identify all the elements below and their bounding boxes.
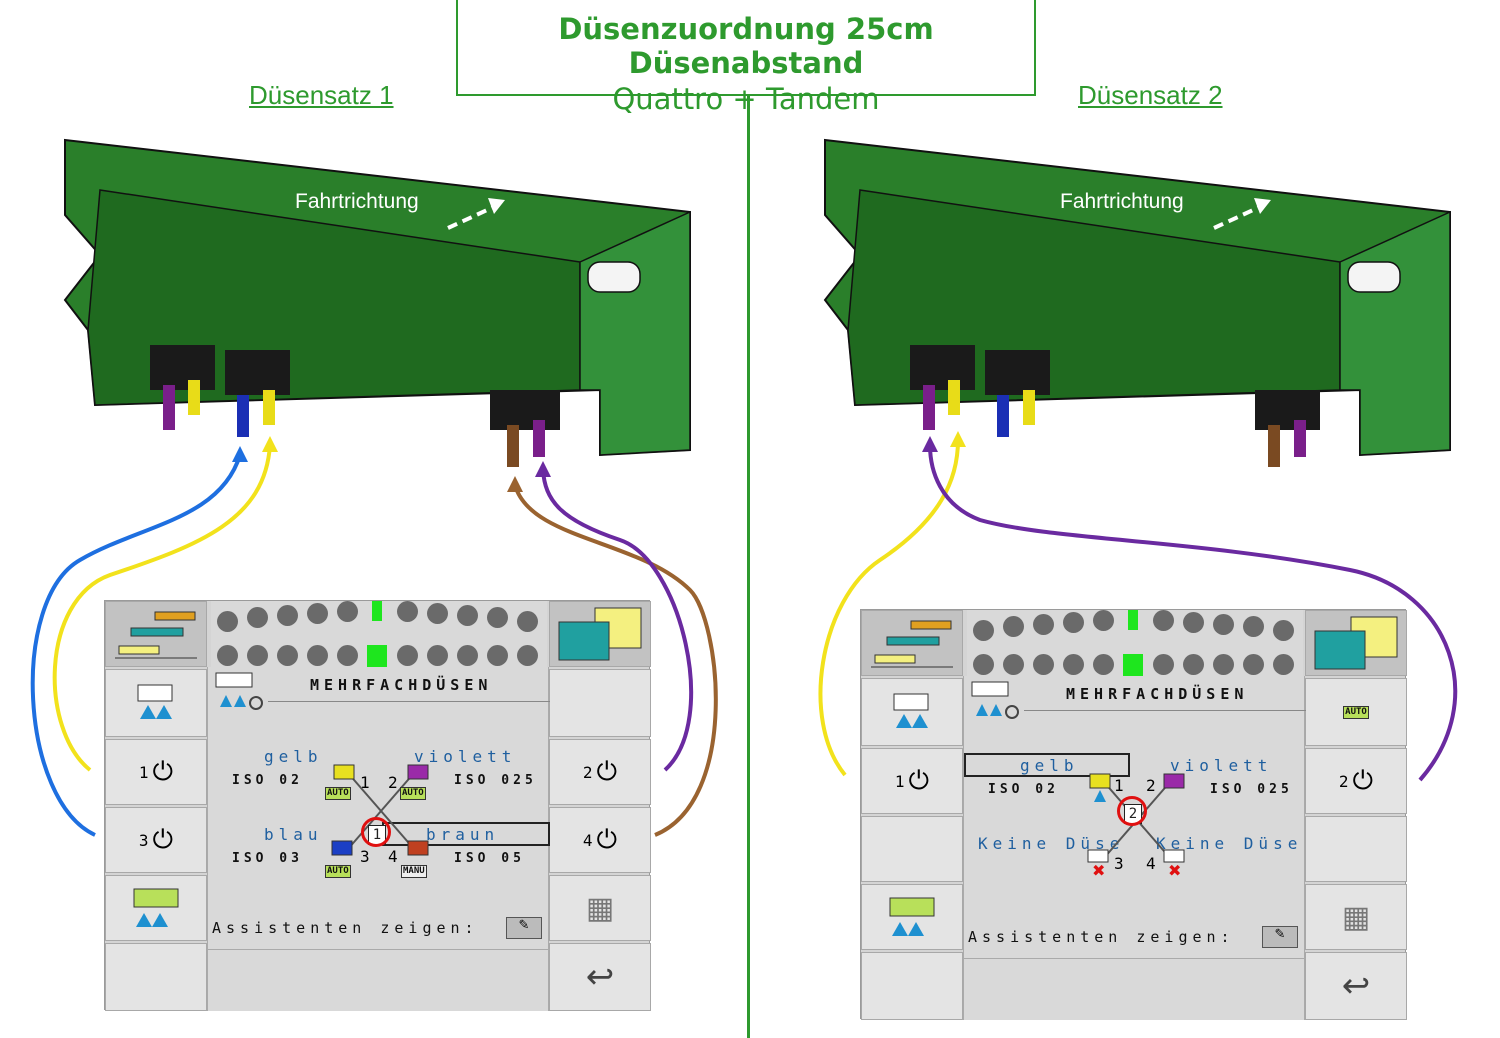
section-overview-button-2[interactable] bbox=[861, 610, 963, 676]
svg-text:✖: ✖ bbox=[1168, 861, 1181, 880]
nozzle-2-name: violett bbox=[414, 747, 517, 766]
nozzle-2-iso-2: ISO 025 bbox=[1210, 782, 1293, 797]
power-icon: ⏻ bbox=[1352, 765, 1374, 796]
nozzle-icon bbox=[893, 693, 929, 728]
center-divider bbox=[747, 96, 750, 1038]
power-icon: ⏻ bbox=[152, 824, 174, 855]
nozzle-diagram-2: ✖ ✖ bbox=[1087, 773, 1185, 880]
selected-field-2[interactable] bbox=[964, 753, 1130, 777]
active-set-highlight-2 bbox=[1117, 796, 1147, 826]
section-overview-icon bbox=[871, 620, 953, 668]
screen-left: MEHRFACHDÜSEN gelb ISO 02 violett ISO 02… bbox=[207, 667, 550, 1011]
back-icon: ↩ bbox=[1341, 966, 1371, 1006]
auto-config-button[interactable] bbox=[105, 875, 207, 941]
nozzle-3-label: Keine Düse bbox=[978, 834, 1125, 853]
notepad-icon: ✎ bbox=[518, 918, 530, 933]
nozzle-auto-icon bbox=[133, 888, 179, 927]
title-box: Düsenzuordnung 25cm Düsenabstand Quattro… bbox=[456, 0, 1036, 116]
nozzle-3-power-button[interactable]: 3 ⏻ bbox=[105, 807, 207, 873]
nozzle-diagram bbox=[331, 764, 429, 856]
assistant-button[interactable]: ✎ bbox=[506, 917, 542, 939]
svg-text:✖: ✖ bbox=[1092, 861, 1105, 880]
nozzle-4-iso: ISO 05 bbox=[454, 851, 525, 866]
screen-right: MEHRFACHDÜSEN gelb ISO 02 violett ISO 02… bbox=[963, 676, 1306, 1020]
empty-softkey-left bbox=[105, 943, 207, 1011]
back-button[interactable]: ↩ bbox=[549, 943, 651, 1011]
nozzle-1-iso-2: ISO 02 bbox=[988, 782, 1059, 797]
terminal-right: 1 ⏻ AUTO 2 ⏻ ▦ ↩ MEHRFACHDÜSEN gelb ISO … bbox=[860, 609, 1407, 1020]
set-title-left: Düsensatz 1 bbox=[249, 80, 394, 110]
screen-header: MEHRFACHDÜSEN bbox=[310, 676, 493, 694]
nozzle-1-power-button-2[interactable]: 1 ⏻ bbox=[861, 748, 963, 814]
direction-label-left: Fahrtrichtung bbox=[295, 190, 419, 213]
power-icon: ⏻ bbox=[596, 824, 618, 855]
empty-softkey-left-3 bbox=[861, 952, 963, 1020]
set-title-right: Düsensatz 2 bbox=[1078, 80, 1223, 110]
nozzle-header-icon bbox=[215, 672, 263, 710]
map-view-icon bbox=[1314, 616, 1398, 670]
nozzle-config-button[interactable] bbox=[105, 669, 207, 737]
assistant-label-2: Assistenten zeigen: bbox=[968, 928, 1235, 946]
power-icon: ⏻ bbox=[908, 765, 930, 796]
nozzle-2-name-2: violett bbox=[1170, 756, 1273, 775]
nozzle-4-name: braun bbox=[426, 825, 500, 844]
nozzle-2-power-button[interactable]: 2 ⏻ bbox=[549, 739, 651, 805]
active-set-highlight bbox=[361, 817, 391, 847]
calculator-icon: ▦ bbox=[1341, 899, 1371, 935]
nozzle-1-name-2: gelb bbox=[1020, 756, 1079, 775]
nozzle-2-mode: AUTO bbox=[400, 787, 426, 800]
nozzle-4-mode: MANU bbox=[401, 865, 427, 878]
section-overview-button[interactable] bbox=[105, 601, 207, 667]
map-view-button-2[interactable] bbox=[1305, 610, 1407, 676]
map-view-icon bbox=[558, 607, 642, 661]
auto-nozzle-button[interactable]: AUTO bbox=[1305, 678, 1407, 746]
page-subtitle: Quattro + Tandem bbox=[612, 82, 880, 116]
empty-softkey-right-1 bbox=[549, 669, 651, 737]
calculator-icon: ▦ bbox=[585, 890, 615, 926]
nozzle-3-iso: ISO 03 bbox=[232, 851, 303, 866]
section-overview-icon bbox=[115, 611, 197, 659]
empty-softkey-right-2 bbox=[1305, 816, 1407, 882]
direction-label-right: Fahrtrichtung bbox=[1060, 190, 1184, 213]
terminal-left: 1 ⏻ 3 ⏻ 2 ⏻ 4 ⏻ ▦ ↩ MEHRFACHDÜSEN gelb bbox=[104, 600, 651, 1011]
nozzle-3-mode: AUTO bbox=[325, 865, 351, 878]
notepad-icon: ✎ bbox=[1274, 927, 1286, 942]
nozzle-2-power-button-2[interactable]: 2 ⏻ bbox=[1305, 748, 1407, 814]
nozzle-4-power-button[interactable]: 4 ⏻ bbox=[549, 807, 651, 873]
calculator-button[interactable]: ▦ bbox=[549, 875, 651, 941]
nozzle-3-name: blau bbox=[264, 825, 323, 844]
back-icon: ↩ bbox=[585, 957, 615, 997]
auto-config-button-2[interactable] bbox=[861, 884, 963, 950]
calculator-button-2[interactable]: ▦ bbox=[1305, 884, 1407, 950]
nozzle-2-iso: ISO 025 bbox=[454, 773, 537, 788]
empty-softkey-left-2 bbox=[861, 816, 963, 882]
back-button-2[interactable]: ↩ bbox=[1305, 952, 1407, 1020]
power-icon: ⏻ bbox=[596, 756, 618, 787]
nozzle-icon bbox=[137, 684, 173, 719]
boom-left bbox=[63, 138, 691, 467]
boom-right bbox=[823, 138, 1451, 467]
nozzle-config-button-2[interactable] bbox=[861, 678, 963, 746]
power-icon: ⏻ bbox=[152, 756, 174, 787]
page-title: Düsenzuordnung 25cm Düsenabstand bbox=[558, 12, 934, 80]
assistant-label: Assistenten zeigen: bbox=[212, 919, 479, 937]
nozzle-1-iso: ISO 02 bbox=[232, 773, 303, 788]
nozzle-1-power-button[interactable]: 1 ⏻ bbox=[105, 739, 207, 805]
section-indicator bbox=[211, 601, 547, 667]
auto-badge: AUTO bbox=[1343, 705, 1369, 719]
nozzle-1-mode: AUTO bbox=[325, 787, 351, 800]
nozzle-1-name: gelb bbox=[264, 747, 323, 766]
nozzle-header-icon bbox=[971, 681, 1019, 719]
arrow-right-icon bbox=[447, 203, 499, 230]
assistant-button-2[interactable]: ✎ bbox=[1262, 926, 1298, 948]
screen-header-2: MEHRFACHDÜSEN bbox=[1066, 685, 1249, 703]
section-indicator-2 bbox=[967, 610, 1303, 676]
nozzle-auto-icon bbox=[889, 897, 935, 936]
map-view-button[interactable] bbox=[549, 601, 651, 667]
nozzle-4-label: Keine Düse bbox=[1156, 834, 1303, 853]
